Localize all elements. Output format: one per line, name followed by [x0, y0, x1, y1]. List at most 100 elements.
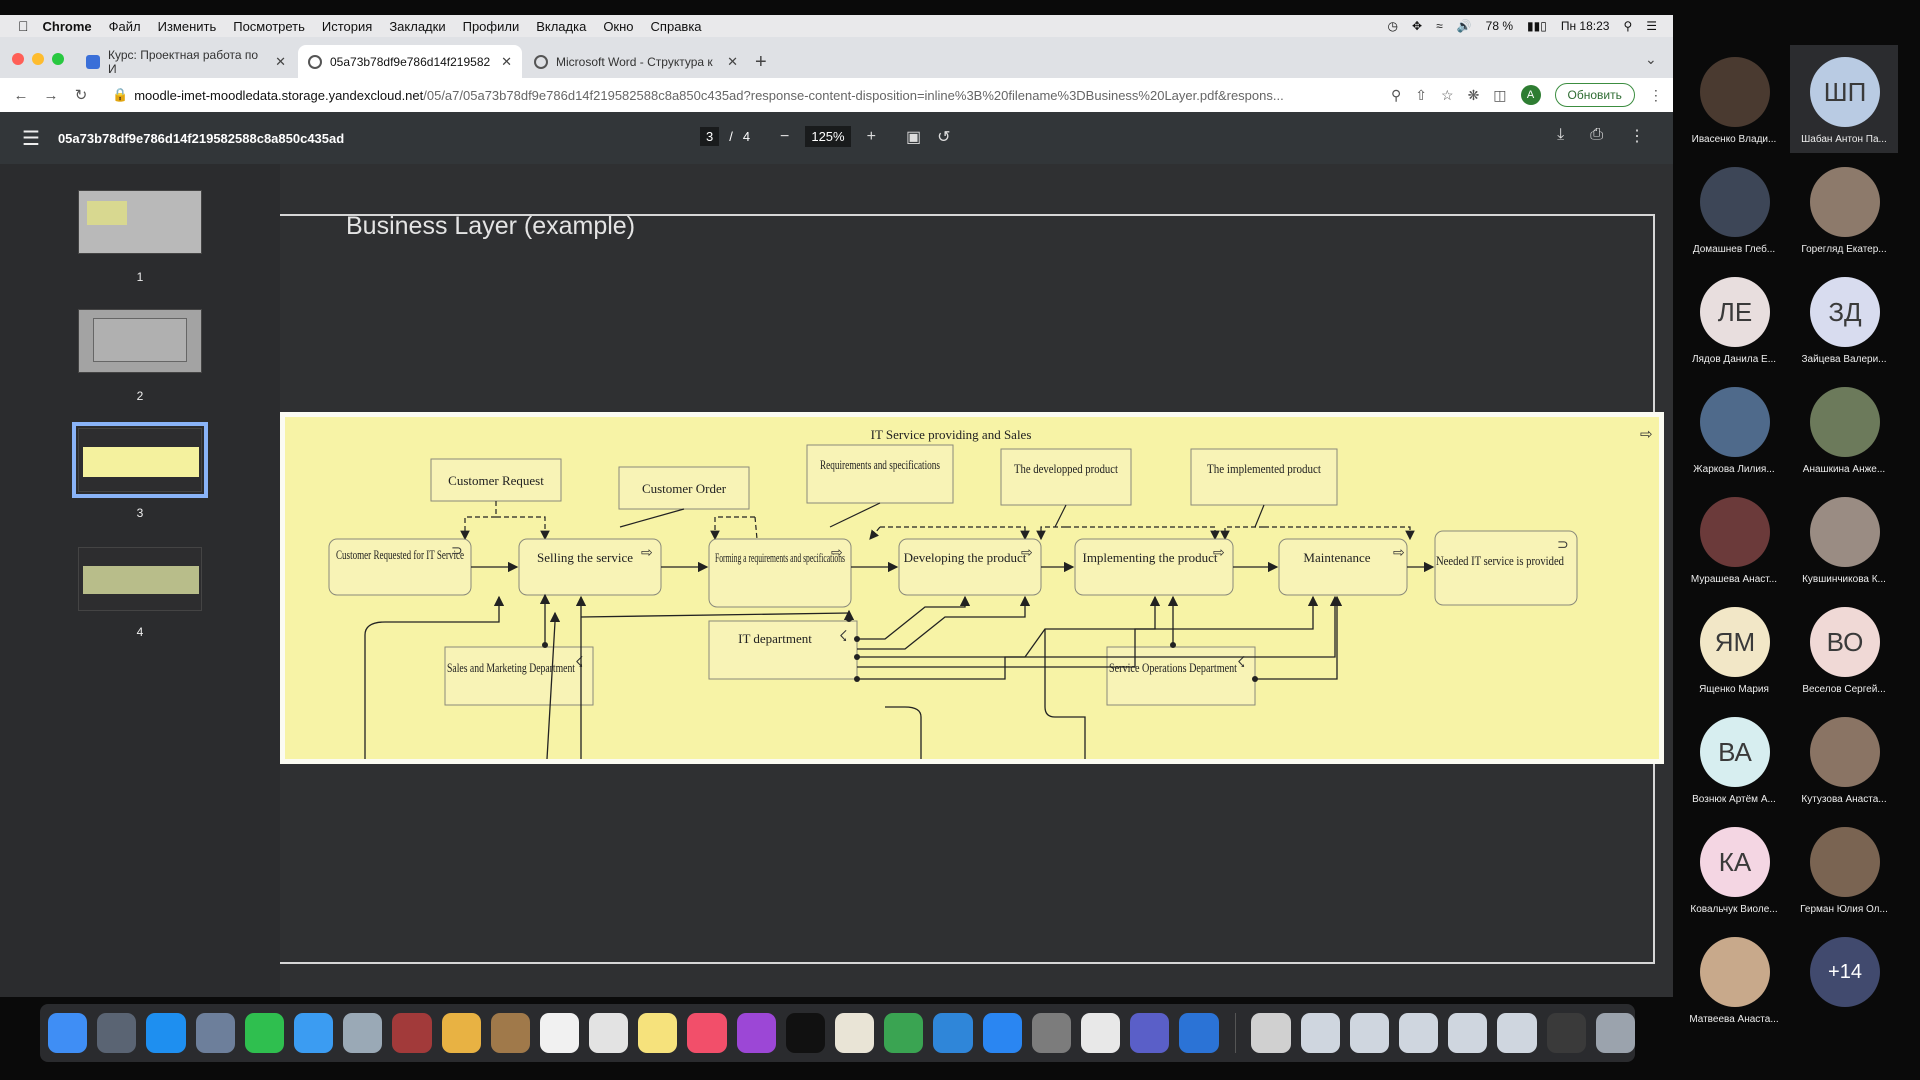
participant-tile[interactable]: Домашнев Глеб... — [1680, 155, 1788, 263]
tab-pdf[interactable]: 05a73b78df9e786d14f219582 ✕ — [298, 45, 522, 79]
more-participants-button[interactable]: +14 — [1790, 925, 1898, 1033]
window-thumb-icon[interactable] — [1399, 1013, 1439, 1053]
extensions-icon[interactable]: ❋ — [1467, 86, 1480, 103]
forward-button[interactable]: → — [43, 86, 59, 104]
share-icon[interactable]: ⇧ — [1415, 86, 1427, 103]
close-icon[interactable]: ✕ — [501, 54, 512, 69]
document-icon[interactable] — [1251, 1013, 1291, 1053]
print-icon[interactable]: ⎙ — [1590, 126, 1603, 143]
participant-tile[interactable]: Горегляд Екатер... — [1790, 155, 1898, 263]
wifi-icon[interactable]: ≈ — [1436, 19, 1443, 33]
profile-avatar[interactable]: A — [1520, 85, 1541, 105]
fit-page-icon[interactable]: ▣ — [905, 128, 922, 146]
window-thumb-icon[interactable] — [1300, 1013, 1340, 1053]
keynote-icon[interactable] — [933, 1013, 973, 1053]
page-thumbnail-1[interactable] — [78, 190, 202, 254]
volume-icon[interactable]: 🔊 — [1456, 19, 1472, 33]
menu-app-name[interactable]: Chrome — [32, 18, 92, 34]
tab-course[interactable]: Курс: Проектная работа по И ✕ — [76, 45, 296, 79]
page-thumbnail-4[interactable] — [78, 547, 202, 611]
menu-profiles[interactable]: Профили — [452, 18, 520, 34]
window-thumb-icon[interactable] — [1349, 1013, 1390, 1053]
close-icon[interactable]: ✕ — [727, 54, 738, 69]
participant-tile[interactable]: Жаркова Лилия... — [1680, 375, 1788, 483]
participant-tile[interactable]: Матвеева Анаста... — [1680, 925, 1788, 1033]
rotate-icon[interactable]: ↺ — [937, 128, 951, 146]
facetime-icon[interactable] — [244, 1013, 284, 1053]
menu-icon[interactable]: ☰ — [22, 127, 40, 150]
trash-icon[interactable] — [1595, 1013, 1635, 1053]
new-tab-button[interactable]: + — [755, 51, 767, 73]
zoom-out-button[interactable]: − — [780, 127, 790, 145]
menu-tab[interactable]: Вкладка — [525, 18, 586, 34]
calculator-icon[interactable] — [1546, 1013, 1586, 1053]
battery-icon[interactable]: ▮▮▯ — [1527, 19, 1547, 33]
teams-icon[interactable] — [1130, 1013, 1170, 1053]
contacts-icon[interactable] — [490, 1013, 530, 1053]
chrome-icon[interactable] — [1080, 1013, 1121, 1053]
participant-tile[interactable]: Ивасенко Влади... — [1680, 45, 1788, 153]
reminders-icon[interactable] — [589, 1013, 629, 1053]
numbers-icon[interactable] — [884, 1013, 924, 1053]
apple-tv-icon[interactable] — [785, 1013, 825, 1053]
photobooth-icon[interactable] — [392, 1013, 432, 1053]
back-button[interactable]: ← — [13, 86, 29, 104]
time-machine-icon[interactable]: ◷ — [1387, 19, 1399, 33]
launchpad-icon[interactable] — [97, 1013, 137, 1053]
vpn-icon[interactable]: ✥ — [1412, 19, 1423, 33]
calendar-icon[interactable] — [539, 1013, 580, 1053]
more-menu-icon[interactable]: ⋮ — [1648, 86, 1663, 103]
menu-file[interactable]: Файл — [98, 18, 141, 34]
photos-icon[interactable] — [441, 1013, 481, 1053]
participant-tile[interactable]: Анашкина Анже... — [1790, 375, 1898, 483]
participant-tile[interactable]: Кутузова Анаста... — [1790, 705, 1898, 813]
close-window-button[interactable] — [12, 53, 24, 65]
system-settings-icon[interactable] — [1031, 1013, 1071, 1053]
participant-tile[interactable]: Герман Юлия Ол... — [1790, 815, 1898, 923]
zoom-window-button[interactable] — [52, 53, 64, 65]
window-thumb-icon[interactable] — [1448, 1013, 1488, 1053]
zoom-icon[interactable]: ⚲ — [1391, 86, 1402, 103]
menu-window[interactable]: Окно — [592, 18, 633, 34]
tab-word[interactable]: Microsoft Word - Структура к ✕ — [524, 45, 748, 79]
window-thumb-icon[interactable] — [1497, 1013, 1537, 1053]
menu-edit[interactable]: Изменить — [147, 18, 217, 34]
app-store-icon[interactable] — [982, 1013, 1022, 1053]
zoom-app-icon[interactable] — [1179, 1013, 1219, 1053]
apple-icon[interactable]:  — [18, 18, 29, 34]
music-icon[interactable] — [687, 1013, 727, 1053]
pdf-viewer[interactable]: Business Layer (example) IT Service prov… — [280, 164, 1673, 1039]
participant-tile[interactable]: Кувшинчикова К... — [1790, 485, 1898, 593]
control-center-icon[interactable]: ☰ — [1646, 19, 1657, 33]
close-icon[interactable]: ✕ — [275, 54, 286, 69]
safari-icon[interactable] — [146, 1013, 186, 1053]
podcasts-icon[interactable] — [736, 1013, 776, 1053]
side-panel-icon[interactable]: ◫ — [1493, 86, 1507, 103]
finder-icon[interactable] — [48, 1013, 88, 1053]
menu-view[interactable]: Посмотреть — [222, 18, 305, 34]
zoom-input[interactable]: 125% — [805, 126, 851, 147]
messages-icon[interactable] — [293, 1013, 334, 1053]
page-thumbnail-3[interactable] — [72, 422, 208, 498]
search-icon[interactable]: ⚲ — [1623, 19, 1633, 33]
menu-bookmarks[interactable]: Закладки — [378, 18, 445, 34]
menu-history[interactable]: История — [311, 18, 372, 34]
zoom-in-button[interactable]: + — [866, 127, 876, 145]
participant-tile[interactable]: Мурашева Анаст... — [1680, 485, 1788, 593]
download-icon[interactable]: ⤓ — [1557, 126, 1565, 143]
more-options-icon[interactable]: ⋮ — [1629, 128, 1645, 145]
preview-icon[interactable] — [195, 1013, 235, 1053]
notes-icon[interactable] — [638, 1013, 678, 1053]
freeform-icon[interactable] — [835, 1013, 875, 1053]
page-input[interactable]: 3 — [700, 127, 720, 146]
bookmark-star-icon[interactable]: ☆ — [1441, 86, 1454, 103]
reload-button[interactable]: ↻ — [74, 87, 88, 104]
menu-help[interactable]: Справка — [640, 18, 702, 34]
maps-icon[interactable] — [343, 1013, 383, 1053]
